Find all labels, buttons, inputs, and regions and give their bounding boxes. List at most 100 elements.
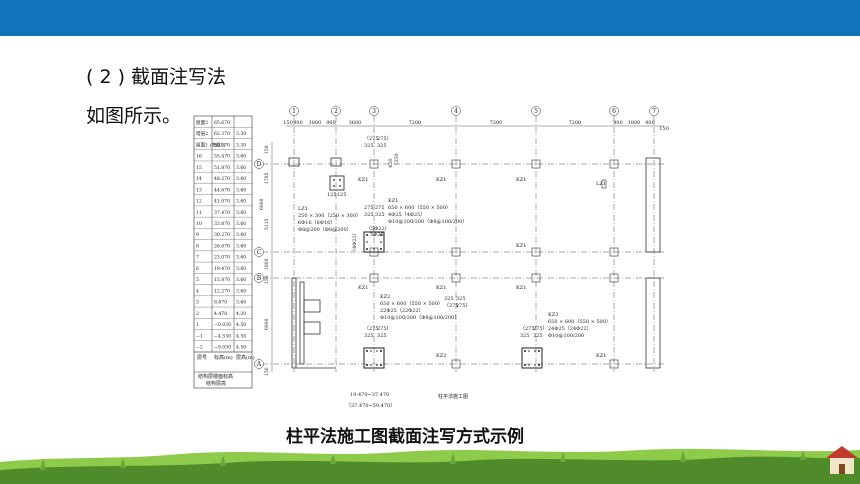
left-dim-7: 150 — [264, 367, 270, 376]
left-dim-6: 6900 — [264, 318, 270, 330]
floor-cell: 3.60 — [236, 199, 246, 205]
kz1-right-2: （350 — [394, 153, 400, 168]
floor-cell: 屋面2 — [196, 120, 208, 126]
kz1-top-2: 325 — [364, 143, 374, 149]
axis-label-7: 7 — [652, 108, 656, 115]
floor-cell: 4.50 — [236, 333, 246, 339]
axis-label-2: 2 — [334, 108, 338, 115]
label-kz1-e: KZ1 — [358, 285, 368, 291]
bottom-range2: （37.470~59.470） — [346, 403, 395, 409]
axis-label-b: B — [257, 275, 262, 282]
left-dim-5: 150 — [264, 275, 270, 284]
lz1-name: LZ1 — [298, 206, 308, 212]
floor-cell: 3.60 — [236, 176, 246, 182]
label-kz1-c: KZ1 — [516, 177, 526, 183]
floor-cell: 3.60 — [236, 165, 246, 171]
floor-cell: 4.20 — [236, 311, 246, 317]
bottom-range: 19.470~37.470 — [350, 392, 389, 398]
floor-cell: −9.030 — [214, 345, 231, 351]
floor-cell: 16 — [196, 154, 202, 160]
floor-cell: −2 — [196, 345, 203, 351]
floor-cell: 3.60 — [236, 221, 246, 227]
annotations: LZ1 250 × 300（250 × 300） 6Φ16（6Φ16） Φ8@2… — [298, 136, 611, 409]
floor-cell: 13 — [196, 187, 202, 193]
kz3-main-stirrup: Φ10@100/200 — [548, 332, 584, 339]
top-dim-3: 900 — [326, 120, 336, 126]
axis-bubbles: 1 2 3 4 5 6 7 D C B A — [254, 106, 659, 369]
kz2-dim-2: 325 — [364, 333, 374, 339]
top-dim-8: 900 — [613, 120, 623, 126]
section-subtext: 如图所示。 — [86, 105, 182, 127]
top-dim-0: 150 — [283, 120, 293, 126]
kz3-dim-2: 325 — [520, 333, 530, 339]
left-dim-1: 1785 — [264, 172, 270, 184]
floor-cell: 3.60 — [236, 255, 246, 261]
floor-table-col-layer: 层号 — [197, 355, 207, 361]
kz1-side-1: 275 — [375, 205, 385, 211]
floor-cell: 3.60 — [236, 210, 246, 216]
floor-cell: 7 — [196, 255, 199, 261]
lz1-dim-b: 125 — [337, 192, 347, 198]
floor-cell: −1 — [196, 333, 203, 339]
floor-cell: 41.070 — [214, 199, 230, 205]
floor-table-note1: 结构层楼面标高 — [198, 373, 233, 380]
floor-cell: 30.270 — [214, 232, 230, 238]
kz3-main-size: 650 × 600（550 × 500） — [548, 319, 611, 325]
kz1-top-0: （275 — [364, 136, 379, 142]
label-kz1-b: KZ1 — [436, 177, 446, 183]
lz1-rebar: 6Φ16（6Φ16） — [298, 220, 335, 226]
floor-cell: 44.670 — [214, 187, 230, 193]
kz3-dim-3: 325 — [533, 333, 543, 339]
kz2-dim-0: （275 — [364, 326, 379, 332]
floor-cell: 9 — [196, 232, 199, 238]
side-4d22: （4Φ22） — [352, 230, 358, 254]
top-dim-9: 1800 — [628, 120, 641, 126]
kz2-dim-1: 275） — [377, 326, 392, 332]
floor-cell: 3 — [196, 300, 199, 306]
axis-label-5: 5 — [534, 108, 538, 115]
kz2-mid-0: 325 — [444, 296, 454, 302]
house-icon — [826, 446, 858, 474]
axis-label-1: 1 — [292, 108, 296, 115]
grid-axes — [262, 116, 664, 372]
axis-label-c: C — [257, 249, 262, 256]
kz2-mid-1: 325 — [456, 296, 466, 302]
label-kz1-g: KZ1 — [516, 285, 526, 291]
axis-label-4: 4 — [454, 108, 458, 115]
grass-decoration — [0, 446, 860, 484]
top-dim-4: 3600 — [349, 120, 362, 126]
left-dimensions: 150 1785 5115 6900 1800 150 6900 150 — [259, 142, 273, 376]
floor-cell: 3.60 — [236, 266, 246, 272]
label-kz1-a: KZ1 — [358, 177, 368, 183]
top-dim-5: 7200 — [409, 120, 422, 126]
floor-cell: 3.60 — [236, 232, 246, 238]
top-dim-2: 1800 — [309, 120, 322, 126]
floor-cell: 1 — [196, 322, 199, 328]
floor-cell: 15 — [196, 165, 202, 171]
floor-cell: 4.50 — [236, 345, 246, 351]
floor-cell: 3.30 — [236, 142, 246, 148]
top-dim-1: 900 — [293, 120, 303, 126]
label-kz2-b: KZ2 — [436, 353, 446, 359]
kz2-dim-3: 325 — [377, 333, 387, 339]
kz1-side-0: 275 — [364, 205, 374, 211]
top-header-bar — [0, 0, 860, 36]
floor-cell: 12.270 — [214, 288, 230, 294]
kz1-main-rebar: 4Φ25（4Φ25） — [388, 212, 425, 218]
floor-cell: 23.070 — [214, 255, 230, 261]
plan-title: 柱平法施工图 — [438, 393, 468, 400]
floor-cell: 6 — [196, 266, 199, 272]
kz1-main-name: KZ1 — [388, 198, 398, 204]
kz1-main-size: 650 × 600（550 × 500） — [388, 205, 451, 211]
kz3-dim-0: （275 — [520, 326, 535, 332]
kz2-mid-2: （275 — [444, 303, 459, 309]
floor-cell: 4.470 — [214, 311, 227, 317]
top-dim-6: 7200 — [490, 120, 503, 126]
top-dimensions: 150 900 1800 900 3600 7200 7200 7200 900… — [283, 120, 669, 132]
side-5d25: 5Φ25 — [370, 232, 384, 238]
floor-cell: 8.670 — [214, 300, 227, 306]
left-dim-0: 150 — [264, 145, 270, 154]
floor-cell: 59.070 — [214, 142, 230, 148]
axis-label-d: D — [257, 161, 262, 168]
